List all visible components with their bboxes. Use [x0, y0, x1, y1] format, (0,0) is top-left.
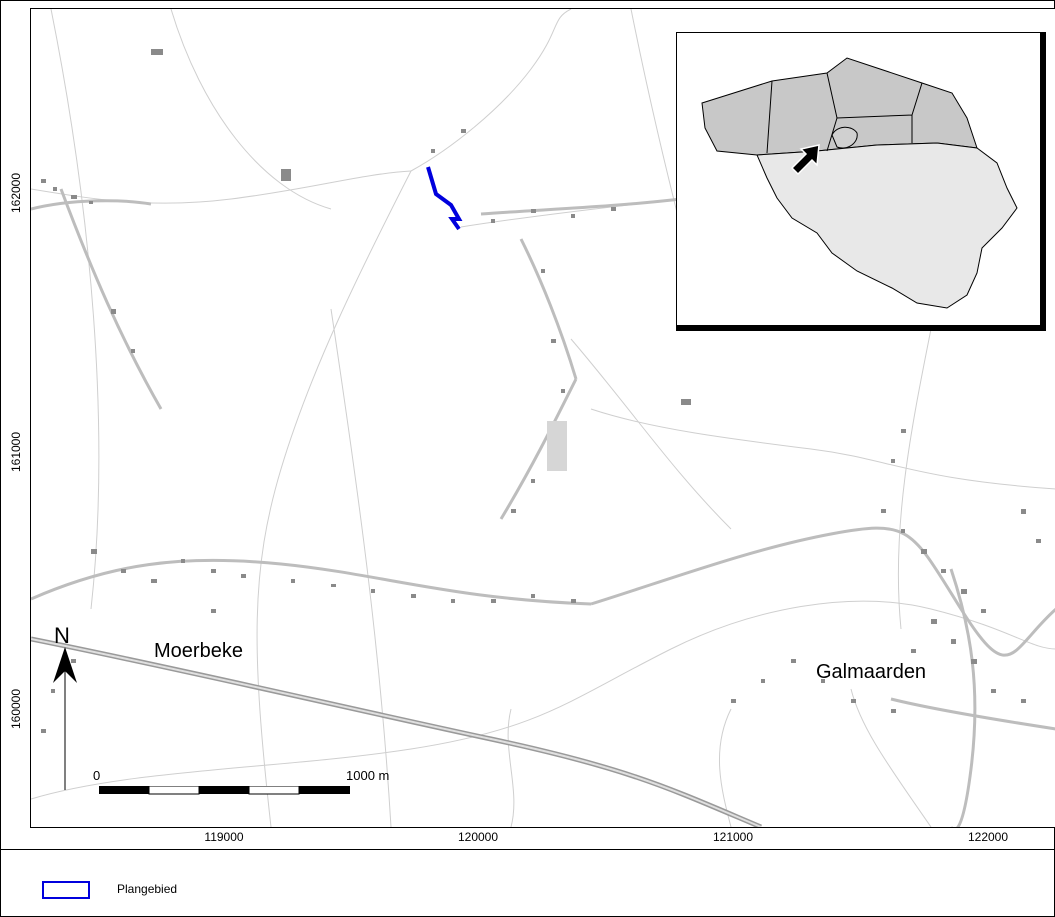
x-tick-label: 120000: [457, 830, 499, 844]
field-patch: [547, 421, 567, 471]
scale-start-label: 0: [93, 768, 101, 783]
scale-bar: [99, 786, 350, 795]
brussels-region: [831, 126, 858, 149]
legend-swatch: [42, 881, 90, 899]
y-tick-label: 162000: [9, 172, 23, 214]
legend-label: Plangebied: [117, 882, 178, 896]
arrow-icon: [790, 144, 820, 176]
y-tick-label: 160000: [9, 688, 23, 730]
locator-inset: [676, 32, 1046, 331]
north-label: N: [54, 623, 70, 648]
y-tick-label: 161000: [9, 431, 23, 473]
belgium-locator-map: [701, 57, 1018, 309]
x-tick-label: 122000: [967, 830, 1009, 844]
x-tick-label: 121000: [712, 830, 754, 844]
place-label-galmaarden: Galmaarden: [816, 661, 927, 683]
north-arrow-icon: [53, 647, 77, 790]
place-label-moerbeke: Moerbeke: [154, 640, 243, 662]
x-tick-label: 119000: [204, 830, 244, 844]
scale-end-label: 1000 m: [346, 768, 390, 783]
study-area-outline: [426, 166, 463, 231]
base-map: [31, 9, 1055, 827]
legend-separator: [0, 849, 1055, 850]
wallonia-region: [756, 142, 1018, 309]
flanders-region: [701, 57, 978, 156]
